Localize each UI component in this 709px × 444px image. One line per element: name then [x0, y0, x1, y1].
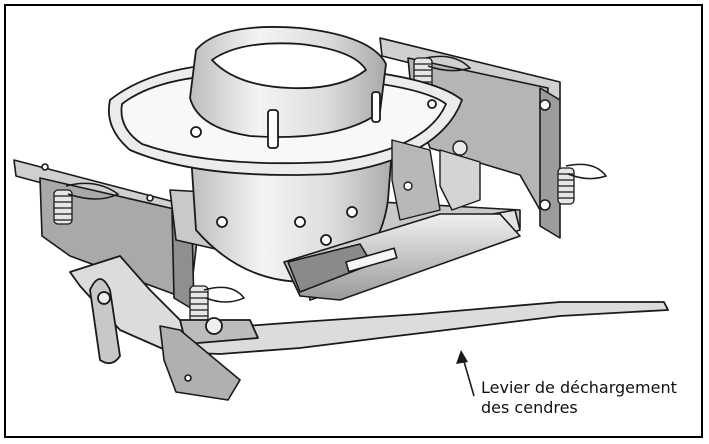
spring-left-lower — [189, 285, 209, 323]
linkage-mechanism — [391, 139, 481, 221]
base-plate — [159, 325, 241, 401]
spring-right-lower — [557, 167, 575, 205]
callout-arrow — [456, 350, 475, 397]
hairpin-clips — [65, 55, 608, 303]
spring-left-upper — [53, 189, 73, 225]
slide-bar — [283, 213, 521, 301]
callout-line-2: des cendres — [481, 398, 578, 417]
left-bracket — [13, 159, 201, 311]
ash-cup — [108, 26, 463, 283]
callout-label: Levier de déchargement des cendres — [481, 378, 703, 418]
callout-line-1: Levier de déchargement — [481, 378, 677, 397]
